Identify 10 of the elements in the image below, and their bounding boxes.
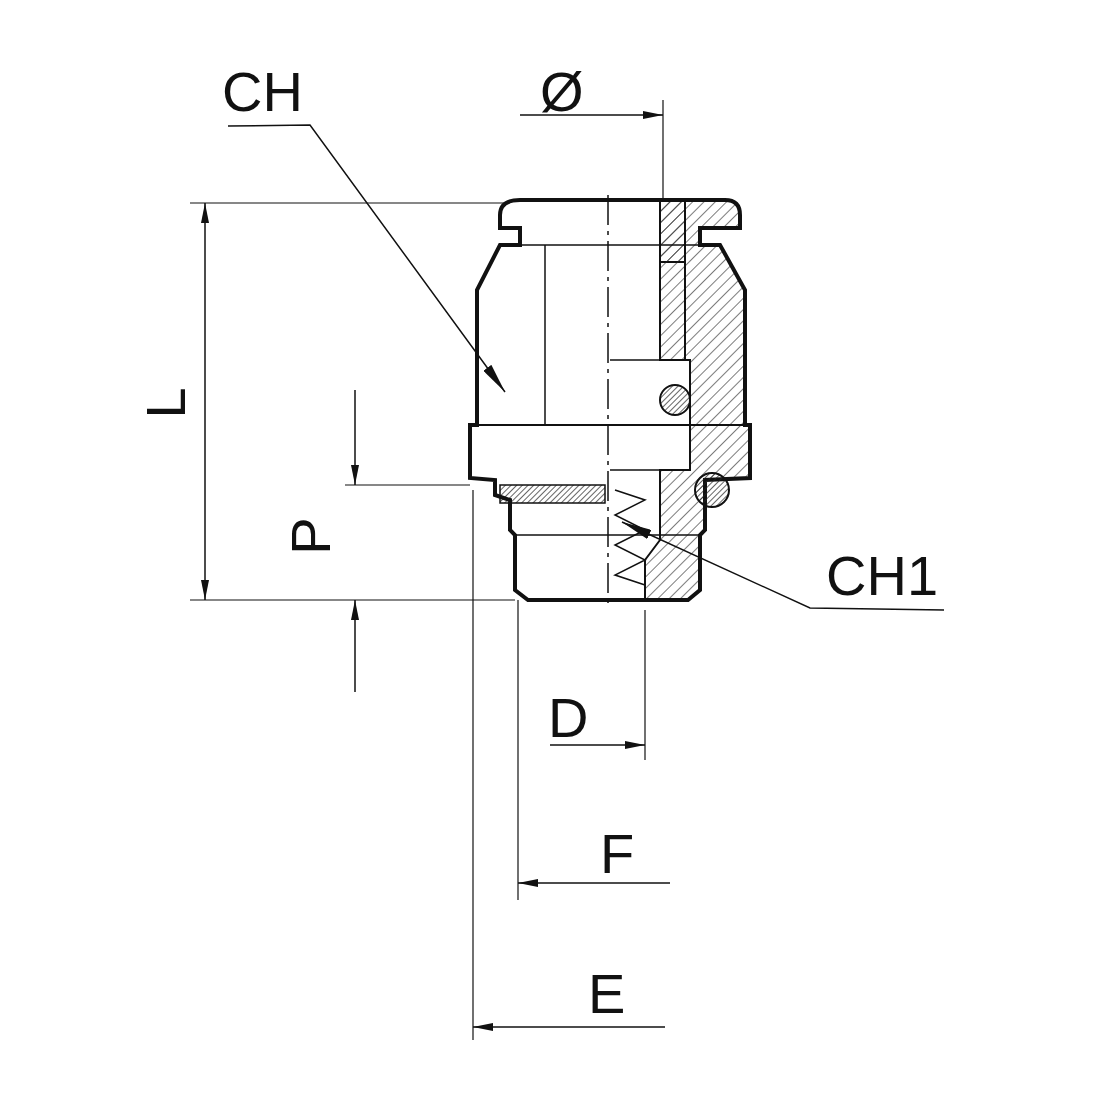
dimension-label: E — [588, 966, 626, 1022]
callout-label: CH1 — [826, 548, 939, 604]
leader-line — [227, 124, 506, 393]
dimension-label: L — [137, 387, 194, 419]
dimension-label: P — [282, 517, 339, 555]
dimension-label: D — [548, 690, 589, 746]
leader-line — [621, 521, 945, 611]
dimension-label: F — [600, 826, 635, 882]
callout-label: CH — [222, 64, 303, 120]
dimension-label: Ø — [540, 64, 584, 120]
